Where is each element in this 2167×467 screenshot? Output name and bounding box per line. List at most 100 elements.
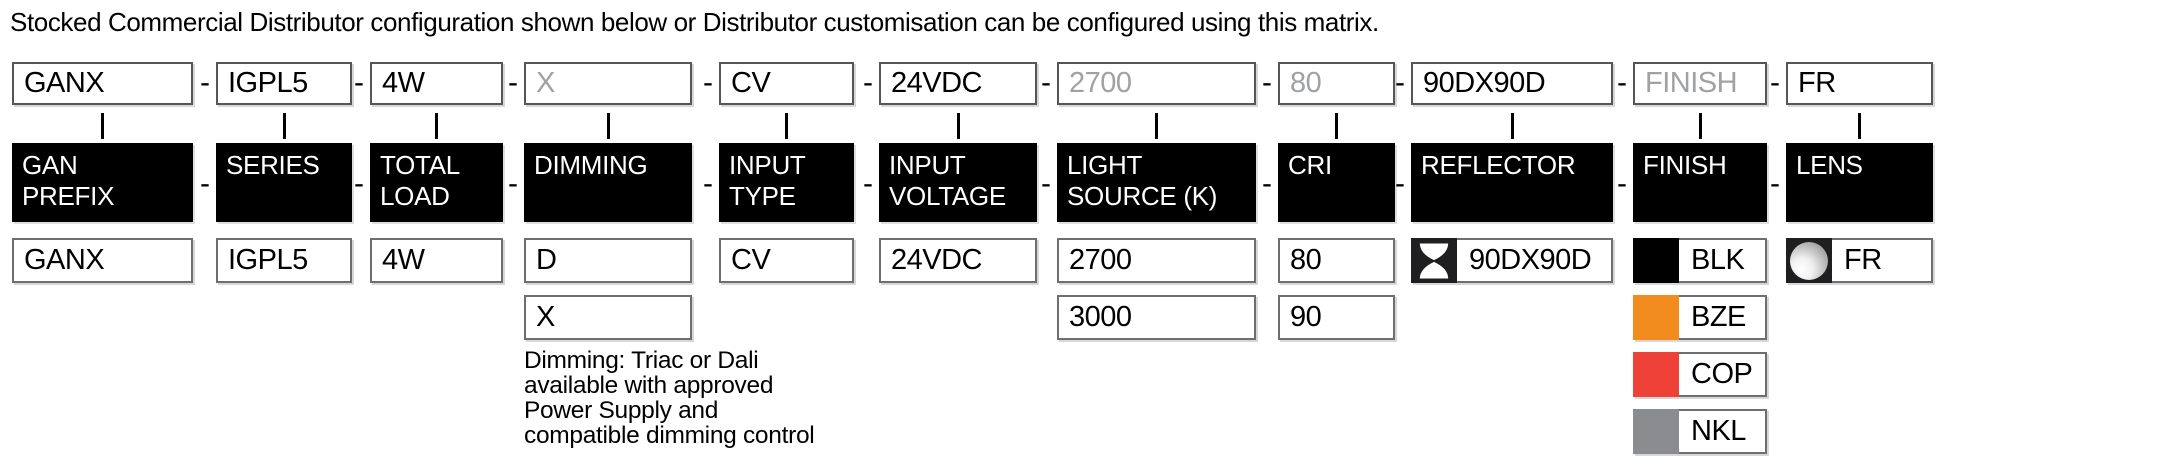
separator-dash: - bbox=[1262, 167, 1272, 200]
code-box: 90DX90D bbox=[1411, 62, 1613, 105]
options-list: D X bbox=[524, 238, 692, 352]
options-list: 24VDC bbox=[879, 238, 1037, 295]
option-label: BLK bbox=[1691, 244, 1745, 276]
option-label: 90 bbox=[1290, 301, 1322, 333]
option-box: CV bbox=[719, 238, 854, 283]
column-light-source: - - 2700 LIGHT SOURCE (K) 2700 3000 bbox=[1041, 62, 1256, 340]
option-box: D bbox=[524, 238, 692, 283]
column-gan-prefix: GANX GAN PREFIX GANX bbox=[12, 62, 193, 283]
options-list: IGPL5 bbox=[216, 238, 352, 295]
column-reflector: - - 90DX90D REFLECTOR 90DX90D bbox=[1395, 62, 1613, 283]
option-box: 3000 bbox=[1057, 295, 1256, 340]
connector-line bbox=[101, 113, 104, 139]
code-box: IGPL5 bbox=[216, 62, 352, 105]
separator-dash: - bbox=[354, 66, 364, 99]
column-input-type: - - CV INPUT TYPE CV bbox=[703, 62, 854, 283]
connector-line bbox=[606, 113, 610, 139]
connector-line bbox=[956, 113, 960, 139]
option-label: 4W bbox=[382, 244, 425, 276]
option-label: X bbox=[536, 301, 555, 333]
options-list: 90DX90D bbox=[1411, 238, 1613, 295]
separator-dash: - bbox=[1617, 66, 1627, 99]
separator-dash: - bbox=[508, 167, 518, 200]
option-label: BZE bbox=[1691, 301, 1746, 333]
option-box: 4W bbox=[370, 238, 503, 283]
finish-color-swatch-bze bbox=[1633, 295, 1679, 340]
options-list: 2700 3000 bbox=[1057, 238, 1256, 352]
option-box: 24VDC bbox=[879, 238, 1037, 283]
separator-dash: - bbox=[1395, 66, 1405, 99]
option-box: GANX bbox=[12, 238, 193, 283]
category-header: LENS bbox=[1786, 143, 1933, 222]
options-list: 4W bbox=[370, 238, 503, 295]
category-header: INPUT TYPE bbox=[719, 143, 854, 222]
option-box: 2700 bbox=[1057, 238, 1256, 283]
separator-dash: - bbox=[1262, 66, 1272, 99]
option-box: 90 bbox=[1278, 295, 1395, 340]
connector-line bbox=[1698, 113, 1702, 139]
option-label: CV bbox=[731, 244, 771, 276]
finish-color-swatch-cop bbox=[1633, 352, 1679, 397]
option-label: NKL bbox=[1691, 415, 1746, 447]
code-box: FR bbox=[1786, 62, 1933, 105]
code-box: 24VDC bbox=[879, 62, 1037, 105]
option-box: BLK bbox=[1633, 238, 1767, 283]
option-box: 90DX90D bbox=[1411, 238, 1613, 283]
reflector-beam-icon bbox=[1411, 238, 1457, 283]
separator-dash: - bbox=[354, 167, 364, 200]
code-box: GANX bbox=[12, 62, 193, 105]
code-box: 2700 bbox=[1057, 62, 1256, 105]
category-header: TOTAL LOAD bbox=[370, 143, 503, 222]
frosted-lens-icon bbox=[1786, 238, 1832, 283]
option-box: FR bbox=[1786, 238, 1933, 283]
options-list: CV bbox=[719, 238, 854, 295]
option-label: 80 bbox=[1290, 244, 1322, 276]
connector-line bbox=[1335, 113, 1338, 139]
option-box: X bbox=[524, 295, 692, 340]
separator-dash: - bbox=[703, 66, 713, 99]
page-title: Stocked Commercial Distributor configura… bbox=[10, 7, 1379, 37]
option-box: 80 bbox=[1278, 238, 1395, 283]
separator-dash: - bbox=[1041, 167, 1051, 200]
column-cri: - - 80 CRI 80 90 bbox=[1262, 62, 1395, 340]
option-label: 2700 bbox=[1069, 244, 1132, 276]
option-label: 24VDC bbox=[891, 244, 983, 276]
separator-dash: - bbox=[200, 167, 210, 200]
options-list: FR bbox=[1786, 238, 1933, 295]
column-finish: - - FINISH FINISH BLK BZE COP NKL bbox=[1617, 62, 1767, 454]
option-label: D bbox=[536, 244, 557, 276]
option-label: 90DX90D bbox=[1469, 244, 1592, 276]
code-box: 4W bbox=[370, 62, 503, 105]
dimming-note: Dimming: Triac or Dali available with ap… bbox=[524, 347, 815, 449]
column-lens: - - FR LENS FR bbox=[1770, 62, 1933, 283]
option-label: COP bbox=[1691, 358, 1753, 390]
column-total-load: - - 4W TOTAL LOAD 4W bbox=[354, 62, 503, 283]
category-header: SERIES bbox=[216, 143, 352, 222]
separator-dash: - bbox=[1617, 167, 1627, 200]
connector-line bbox=[1155, 113, 1158, 139]
separator-dash: - bbox=[1770, 167, 1780, 200]
column-input-voltage: - - 24VDC INPUT VOLTAGE 24VDC bbox=[863, 62, 1037, 283]
connector-line bbox=[1858, 113, 1861, 139]
category-header: REFLECTOR bbox=[1411, 143, 1613, 222]
category-header: FINISH bbox=[1633, 143, 1767, 222]
option-box: NKL bbox=[1633, 409, 1767, 454]
category-header: INPUT VOLTAGE bbox=[879, 143, 1037, 222]
separator-dash: - bbox=[1395, 167, 1405, 200]
separator-dash: - bbox=[863, 167, 873, 200]
column-dimming: - - X DIMMING D X bbox=[508, 62, 692, 340]
separator-dash: - bbox=[703, 167, 713, 200]
option-box: COP bbox=[1633, 352, 1767, 397]
code-box: X bbox=[524, 62, 692, 105]
connector-line bbox=[1510, 113, 1514, 139]
code-box: 80 bbox=[1278, 62, 1395, 105]
option-label: IGPL5 bbox=[228, 244, 308, 276]
separator-dash: - bbox=[200, 66, 210, 99]
category-header: CRI bbox=[1278, 143, 1395, 222]
option-box: IGPL5 bbox=[216, 238, 352, 283]
category-header: DIMMING bbox=[524, 143, 692, 222]
code-box: FINISH bbox=[1633, 62, 1767, 105]
option-label: 3000 bbox=[1069, 301, 1132, 333]
separator-dash: - bbox=[863, 66, 873, 99]
